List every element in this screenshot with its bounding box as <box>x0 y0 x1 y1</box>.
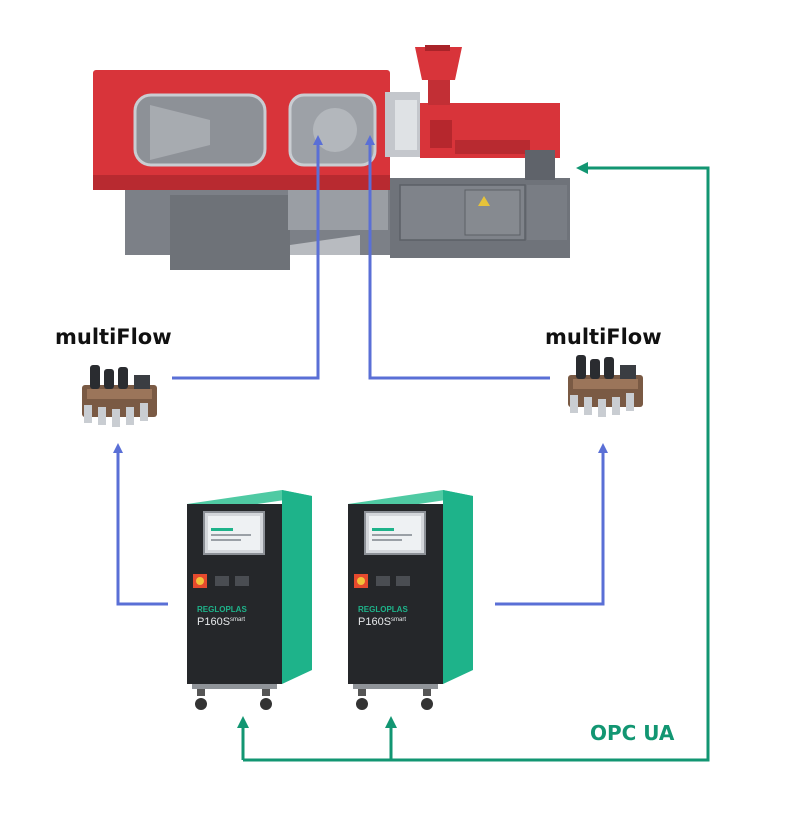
flow-line-left-to-machine <box>172 135 323 380</box>
multiflow-distributor-icon <box>568 355 643 417</box>
multiflow-label-right: multiFlow <box>545 325 662 349</box>
multiflow-distributor-left <box>82 365 157 427</box>
injection-molding-machine-icon <box>93 45 570 270</box>
multiflow-distributor-right <box>568 355 643 417</box>
flow-line-unit1-to-left <box>113 443 168 606</box>
unit-1-model-suffix: smart <box>230 617 245 623</box>
opc-ua-label: OPC UA <box>590 721 675 745</box>
opc-line-bus <box>243 162 710 762</box>
multiflow-label-left: multiFlow <box>55 325 172 349</box>
unit-1-model: P160Ssmart <box>197 616 245 628</box>
unit-1-model-number: P160S <box>197 616 230 628</box>
temperature-control-unit-2: REGLOPLAS P160Ssmart <box>348 490 473 710</box>
temperature-control-unit-icon <box>348 490 473 710</box>
flow-connectors <box>113 135 608 606</box>
flow-line-right-to-machine <box>365 135 550 380</box>
unit-2-model-suffix: smart <box>391 617 406 623</box>
opc-ua-connector <box>237 162 710 762</box>
unit-1-brand: REGLOPLAS <box>197 605 247 614</box>
temperature-control-unit-icon <box>187 490 312 710</box>
multiflow-distributor-icon <box>82 365 157 427</box>
unit-2-brand: REGLOPLAS <box>358 605 408 614</box>
flow-line-unit2-to-right <box>495 443 608 606</box>
temperature-control-unit-1: REGLOPLAS P160Ssmart <box>187 490 312 710</box>
unit-2-model-number: P160S <box>358 616 391 628</box>
unit-2-model: P160Ssmart <box>358 616 406 628</box>
